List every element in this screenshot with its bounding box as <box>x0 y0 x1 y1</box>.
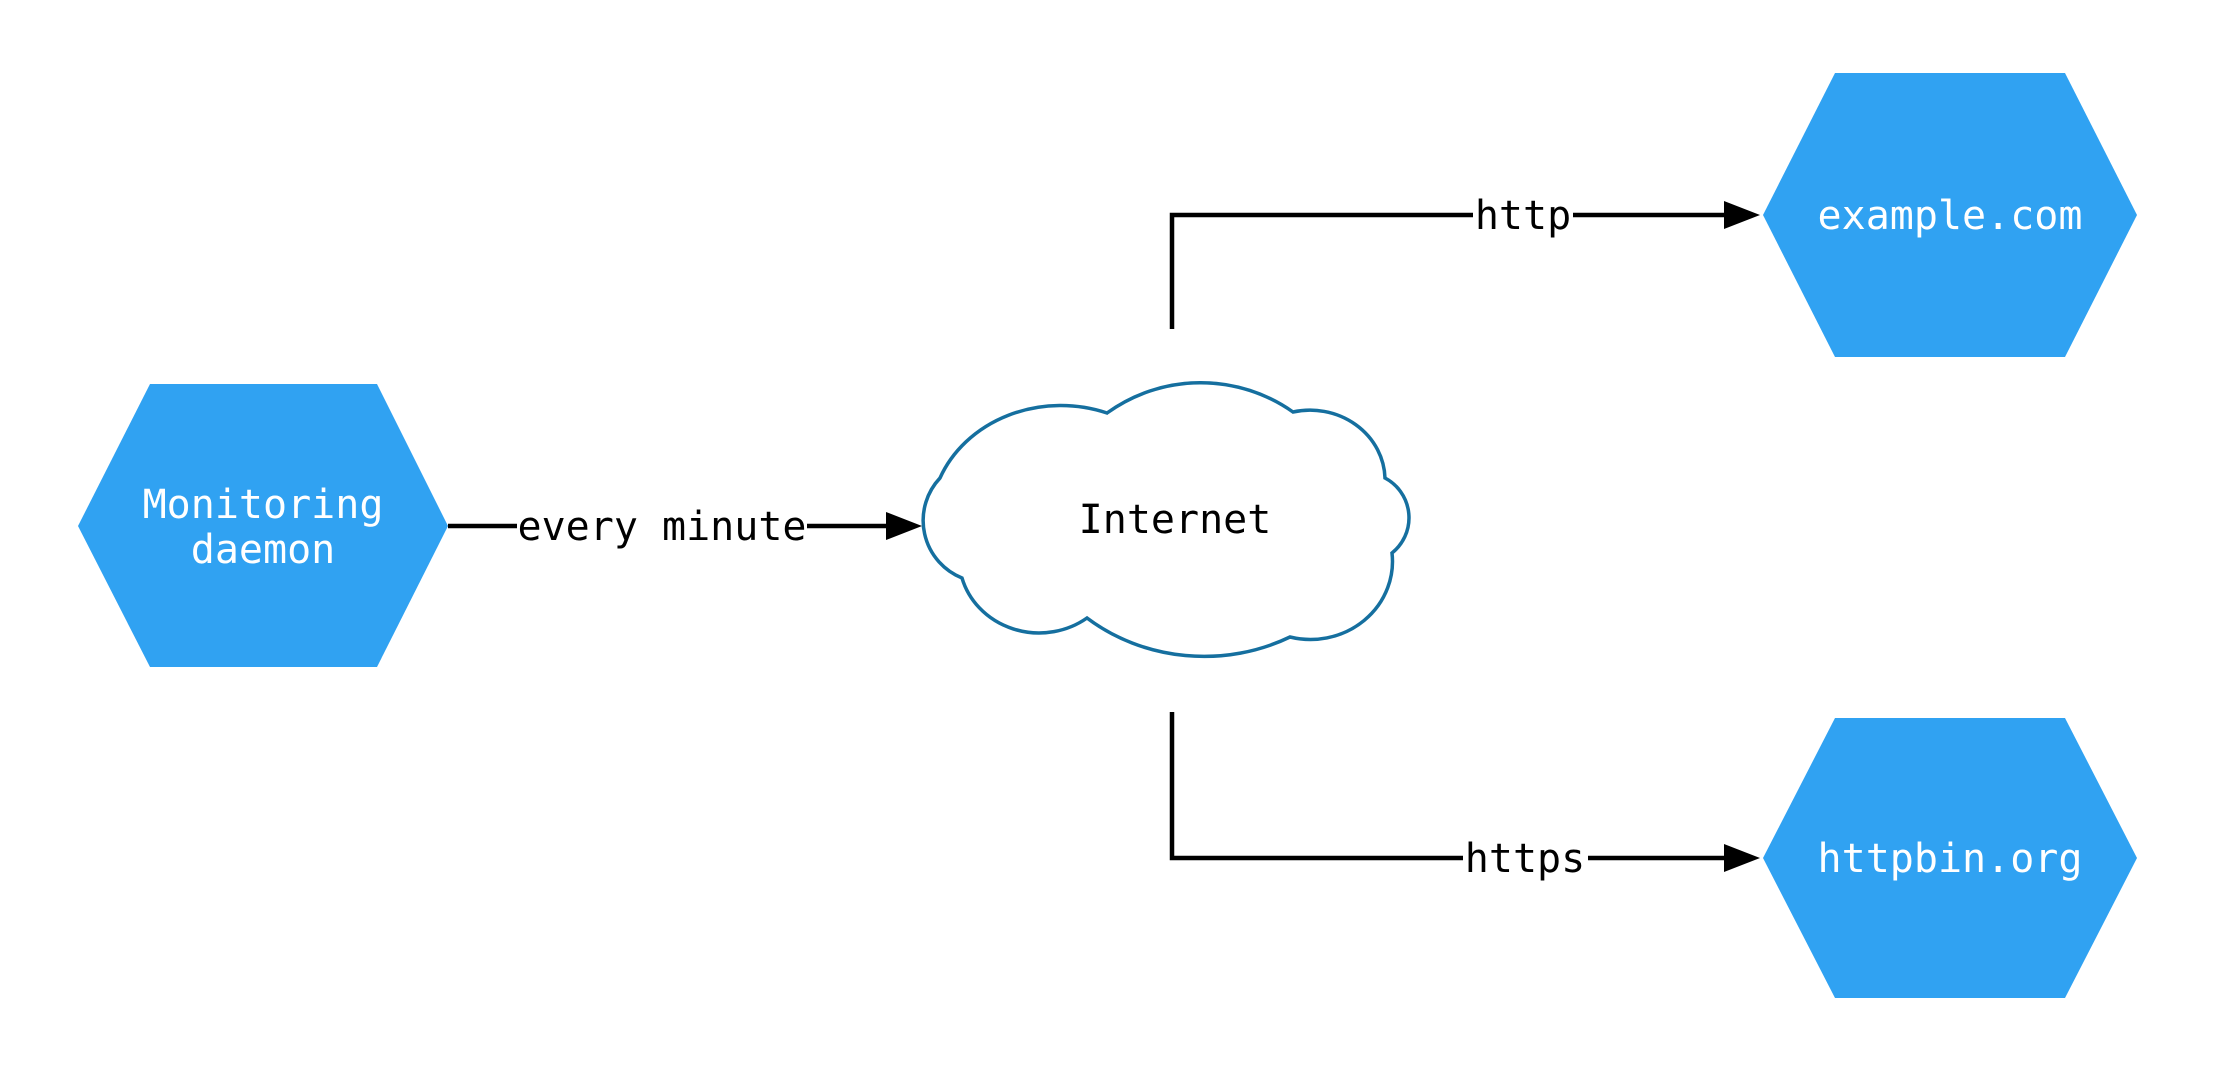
node-httpbin-org: httpbin.org <box>1763 718 2137 998</box>
node-example-com: example.com <box>1763 73 2137 357</box>
node-label-line2: daemon <box>191 527 336 573</box>
node-monitoring-daemon: Monitoring daemon <box>78 384 448 667</box>
edge-https: https <box>1169 712 1760 882</box>
arrowhead-icon <box>1724 201 1760 229</box>
edge-label: every minute <box>518 504 807 550</box>
edge-label: http <box>1475 193 1571 239</box>
arrowhead-icon <box>1724 844 1760 872</box>
cloud-shape <box>921 381 1411 659</box>
hexagon-shape <box>1763 73 2137 357</box>
edge-elbow-segment <box>1169 212 1473 329</box>
hexagon-shape <box>1763 718 2137 998</box>
node-label: httpbin.org <box>1818 836 2083 882</box>
hexagon-shape <box>78 384 448 667</box>
node-label-line1: Monitoring <box>143 482 384 528</box>
edge-http: http <box>1169 193 1760 329</box>
edge-label: https <box>1465 836 1585 882</box>
edge-elbow-segment <box>1169 712 1463 861</box>
node-internet: Internet <box>921 381 1411 659</box>
node-label: Internet <box>1079 497 1272 543</box>
edge-every-minute: every minute <box>448 504 922 550</box>
arrowhead-icon <box>886 512 922 540</box>
node-label: example.com <box>1818 193 2083 239</box>
